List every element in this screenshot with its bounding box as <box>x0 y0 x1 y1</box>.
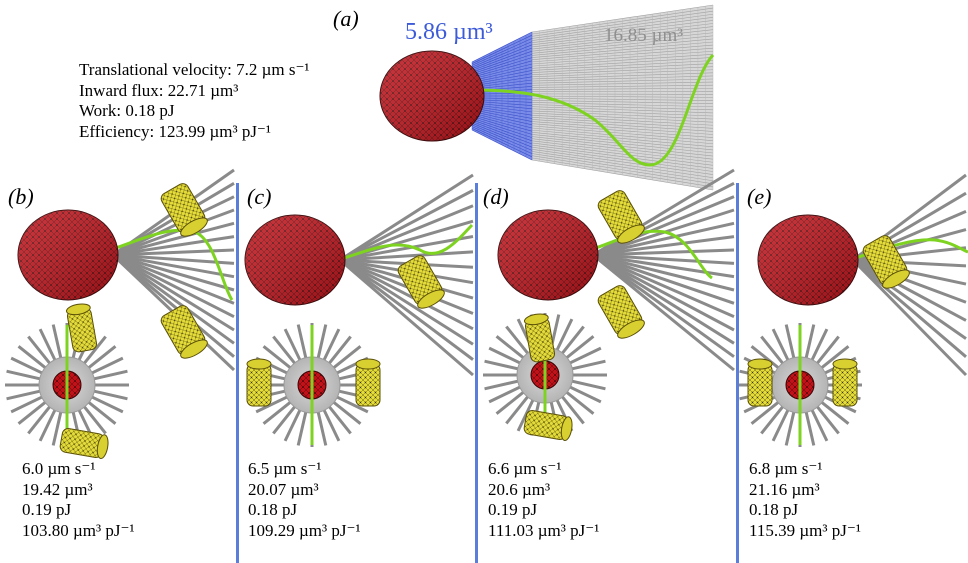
efficiency: 111.03 µm³ pJ⁻¹ <box>488 520 600 540</box>
efficiency: 115.39 µm³ pJ⁻¹ <box>749 520 861 540</box>
velocity: 6.5 µm s⁻¹ <box>248 459 322 478</box>
work: Work: 0.18 pJ <box>79 101 175 120</box>
cylinder-rotor <box>160 305 208 359</box>
cylinder-rotor <box>862 235 910 289</box>
swept-volume-blue <box>471 31 533 161</box>
panel-e-diagram <box>738 173 968 447</box>
efficiency: 103.80 µm³ pJ⁻¹ <box>22 520 135 540</box>
panel-divider <box>736 183 739 563</box>
cylinder-rotor <box>524 313 556 363</box>
work: 0.18 pJ <box>248 500 298 519</box>
panel-divider <box>236 183 239 563</box>
panel-a-stats: Translational velocity: 7.2 µm s⁻¹ Inwar… <box>79 60 310 142</box>
panel-c-stats: 6.5 µm s⁻¹ 20.07 µm³ 0.18 pJ 109.29 µm³ … <box>248 459 361 541</box>
flagellum-wave <box>589 229 713 280</box>
inward-flux: Inward flux: 22.71 µm³ <box>79 80 239 100</box>
panel-label-c: (c) <box>247 184 272 209</box>
efficiency: 109.29 µm³ pJ⁻¹ <box>248 520 361 540</box>
volume-grey-label: 16.85 µm³ <box>604 25 683 46</box>
cilia-fan <box>592 168 735 372</box>
panel-b-stats: 6.0 µm s⁻¹ 19.42 µm³ 0.19 pJ 103.80 µm³ … <box>22 459 135 541</box>
flux: 19.42 µm³ <box>22 479 93 499</box>
cylinder-rotor <box>832 358 858 407</box>
panel-a-diagram <box>379 4 715 191</box>
front-view-disc <box>738 323 862 447</box>
front-view-disc <box>483 313 607 441</box>
cylinder-rotor <box>597 190 645 244</box>
cylinder-rotor <box>523 409 573 441</box>
flagellum-wave <box>337 223 474 262</box>
efficiency: Efficiency: 123.99 µm³ pJ⁻¹ <box>79 121 272 141</box>
swept-volume-grey <box>531 4 714 191</box>
velocity: 6.6 µm s⁻¹ <box>488 459 562 478</box>
cylinder-rotor <box>597 285 645 339</box>
flux: 20.07 µm³ <box>248 479 319 499</box>
cylinder-rotor <box>59 427 109 459</box>
translational-velocity: Translational velocity: 7.2 µm s⁻¹ <box>79 60 310 79</box>
front-view-disc <box>5 303 129 459</box>
panel-d-stats: 6.6 µm s⁻¹ 20.6 µm³ 0.19 pJ 111.03 µm³ p… <box>488 459 599 541</box>
panel-e-stats: 6.8 µm s⁻¹ 21.16 µm³ 0.18 pJ 115.39 µm³ … <box>749 459 861 541</box>
cylinder-rotor <box>66 303 98 353</box>
panel-c-diagram <box>244 173 474 447</box>
flux: 20.6 µm³ <box>488 479 551 499</box>
volume-blue-label: 5.86 µm³ <box>405 19 493 45</box>
cylinder-rotor <box>160 183 208 237</box>
panel-label-b: (b) <box>8 184 34 209</box>
cylinder-rotor <box>355 358 381 407</box>
cylinder-rotor <box>397 255 445 309</box>
cylinder-rotor <box>747 358 773 407</box>
cilia-fan <box>851 173 968 377</box>
flagellum-wave <box>471 53 715 167</box>
velocity: 6.8 µm s⁻¹ <box>749 459 823 478</box>
panel-b-diagram <box>5 168 236 459</box>
cylinder-rotor <box>246 358 272 407</box>
front-view-disc <box>246 323 381 447</box>
panel-label-e: (e) <box>747 184 772 209</box>
flux: 21.16 µm³ <box>749 479 820 499</box>
velocity: 6.0 µm s⁻¹ <box>22 459 96 478</box>
panel-divider <box>475 183 478 563</box>
panel-label-a: (a) <box>333 6 359 31</box>
work: 0.19 pJ <box>22 500 72 519</box>
panel-label-d: (d) <box>483 184 509 209</box>
work: 0.19 pJ <box>488 500 538 519</box>
panel-d-diagram <box>483 168 735 441</box>
work: 0.18 pJ <box>749 500 799 519</box>
